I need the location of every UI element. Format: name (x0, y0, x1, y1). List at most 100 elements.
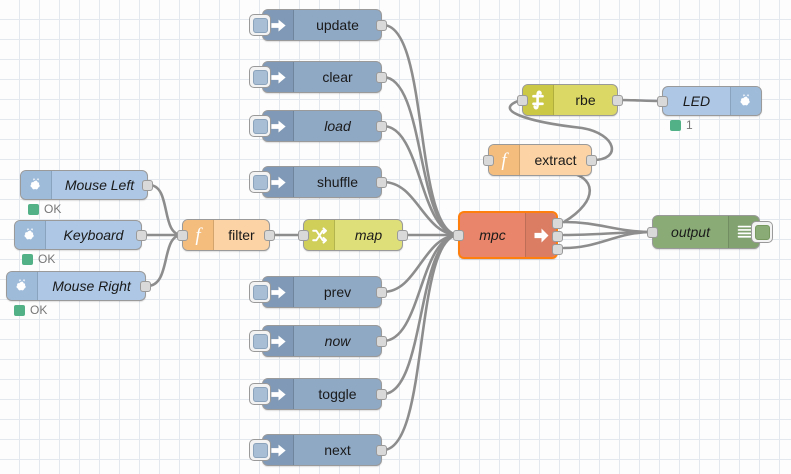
inject-trigger-button[interactable] (249, 330, 271, 352)
mpc-arrow-icon (525, 213, 556, 257)
wire-mpc-output-0 (562, 220, 654, 234)
node-label: clear (322, 69, 353, 85)
function-f-icon: f (183, 220, 214, 250)
node-clear[interactable]: clear (249, 61, 387, 93)
wire-mpc-output-1 (562, 230, 654, 237)
output-port[interactable] (376, 335, 387, 347)
inject-trigger-button[interactable] (249, 14, 271, 36)
node-shuffle[interactable]: shuffle (249, 166, 387, 198)
node-label: LED (682, 93, 711, 109)
output-port[interactable] (586, 154, 597, 166)
output-port[interactable] (376, 120, 387, 132)
status-led: 1 (670, 118, 693, 132)
output-port[interactable] (376, 176, 387, 188)
output-port-0[interactable] (552, 218, 563, 229)
input-port[interactable] (483, 154, 494, 166)
node-keyboard[interactable]: Keyboard (14, 220, 147, 250)
node-label: Mouse Right (52, 278, 131, 294)
node-rbe[interactable]: rbe (517, 84, 623, 116)
input-port[interactable] (453, 229, 464, 241)
wire-rbe-led (617, 98, 663, 103)
node-label: extract (534, 152, 577, 168)
node-map[interactable]: map (298, 219, 408, 251)
status-mouse-right: OK (14, 303, 47, 317)
wire-clear-mpc (381, 75, 461, 237)
status-dot (28, 203, 39, 215)
svg-text:f: f (195, 225, 203, 245)
switch-crossing-arrows-icon (304, 220, 335, 250)
node-toggle[interactable]: toggle (249, 378, 387, 410)
inject-trigger-button[interactable] (249, 115, 271, 137)
node-label: update (316, 17, 359, 33)
output-port-1[interactable] (552, 231, 563, 242)
raspberry-pi-icon (730, 87, 761, 115)
raspberry-pi-icon (21, 171, 52, 199)
output-port[interactable] (397, 229, 408, 241)
node-mouse-right[interactable]: Mouse Right (6, 271, 151, 301)
raspberry-pi-icon (7, 272, 38, 300)
node-filter[interactable]: f filter (177, 219, 275, 251)
node-load[interactable]: load (249, 110, 387, 142)
node-prev[interactable]: prev (249, 276, 387, 308)
node-led[interactable]: LED (657, 86, 762, 116)
status-text: OK (44, 202, 62, 216)
output-port-2[interactable] (552, 244, 563, 255)
node-label: now (324, 333, 351, 349)
output-port[interactable] (264, 229, 275, 241)
status-dot (670, 119, 681, 131)
input-port[interactable] (177, 229, 188, 241)
node-label: rbe (575, 92, 596, 108)
output-port[interactable] (142, 179, 153, 191)
wire-toggle-mpc (381, 233, 461, 396)
node-label: toggle (318, 386, 357, 402)
node-label: map (354, 227, 383, 243)
node-mpc[interactable]: mpc (453, 211, 563, 259)
node-mouse-left[interactable]: Mouse Left (20, 170, 153, 200)
output-port[interactable] (376, 71, 387, 83)
input-port[interactable] (657, 95, 668, 107)
output-port[interactable] (376, 444, 387, 456)
inject-trigger-button[interactable] (249, 66, 271, 88)
status-text: OK (38, 252, 56, 266)
node-label: prev (323, 284, 352, 300)
wire-mouse-left-filter (147, 183, 184, 237)
input-port[interactable] (298, 229, 309, 241)
wire-update-mpc (381, 23, 461, 237)
inject-trigger-button[interactable] (249, 383, 271, 405)
wire-mpc-output-2 (562, 230, 654, 250)
status-mouse-left: OK (28, 202, 61, 216)
rbe-integral-icon (523, 85, 554, 115)
input-port[interactable] (517, 94, 528, 106)
node-label: Mouse Left (64, 177, 135, 193)
inject-trigger-button[interactable] (249, 439, 271, 461)
debug-toggle-button[interactable] (751, 221, 773, 243)
wire-next-mpc (381, 233, 461, 452)
node-label: output (671, 224, 710, 240)
node-output[interactable]: output (647, 215, 773, 249)
output-port[interactable] (376, 286, 387, 298)
output-port[interactable] (140, 280, 151, 292)
node-next[interactable]: next (249, 434, 387, 466)
input-port[interactable] (647, 226, 658, 238)
status-dot (22, 253, 33, 265)
wire-mouse-right-filter (145, 233, 184, 288)
output-port[interactable] (376, 19, 387, 31)
status-text: 1 (686, 118, 693, 132)
node-label: filter (228, 227, 255, 243)
status-text: OK (30, 303, 48, 317)
node-extract[interactable]: f extract (483, 144, 597, 176)
node-label: Keyboard (63, 227, 124, 243)
node-now[interactable]: now (249, 325, 387, 357)
output-port[interactable] (376, 388, 387, 400)
node-update[interactable]: update (249, 9, 387, 41)
node-label: mpc (479, 227, 506, 243)
node-label: shuffle (317, 174, 358, 190)
output-port[interactable] (136, 229, 147, 241)
status-keyboard: OK (22, 252, 55, 266)
inject-trigger-button[interactable] (249, 281, 271, 303)
status-dot (14, 304, 25, 316)
raspberry-pi-icon (15, 221, 46, 249)
output-port[interactable] (612, 94, 623, 106)
inject-trigger-button[interactable] (249, 171, 271, 193)
